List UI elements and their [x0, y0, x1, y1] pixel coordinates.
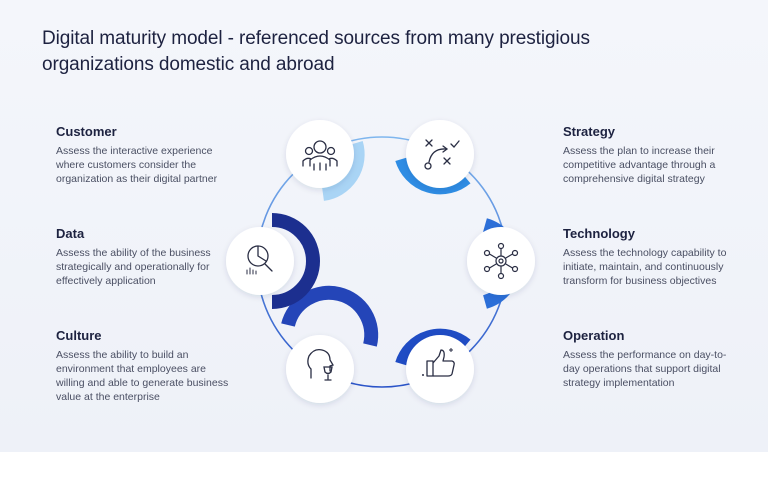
culture-arc: [281, 285, 379, 347]
data-heading: Data: [56, 226, 85, 241]
customer-group-icon: [302, 140, 338, 171]
culture-disc: [286, 335, 354, 403]
strategy-disc: [406, 120, 474, 188]
page-title: Digital maturity model - referenced sour…: [42, 28, 590, 75]
customer-text: Assess the interactive experience where …: [56, 145, 218, 185]
data-text: Assess the ability of the business strat…: [56, 247, 211, 287]
strategy-text: Assess the plan to increase their compet…: [563, 145, 716, 185]
customer-node: [286, 120, 365, 201]
operation-disc: [406, 335, 474, 403]
data-arc: [271, 213, 320, 309]
technology-heading: Technology: [563, 226, 635, 241]
data-analytics-icon: [246, 245, 273, 275]
operation-description: Operation Assess the performance on day-…: [563, 328, 733, 390]
operation-text: Assess the performance on day-to-day ope…: [563, 349, 727, 389]
technology-disc: [467, 227, 535, 295]
customer-disc: [286, 120, 354, 188]
culture-heading: Culture: [56, 328, 102, 343]
data-node: [226, 213, 320, 309]
customer-arc: [321, 141, 365, 201]
culture-text: Assess the ability to build an environme…: [56, 349, 229, 403]
customer-heading: Customer: [56, 124, 117, 139]
culture-description: Culture Assess the ability to build an e…: [56, 328, 236, 404]
customer-description: Customer Assess the interactive experien…: [56, 124, 236, 186]
slide-background: [0, 0, 768, 452]
data-description: Data Assess the ability of the business …: [56, 226, 236, 288]
operation-thumbs-up-icon: [422, 348, 455, 377]
technology-network-icon: [483, 242, 519, 280]
operation-node: [395, 328, 474, 403]
strategy-description: Strategy Assess the plan to increase the…: [563, 124, 733, 186]
technology-text: Assess the technology capability to init…: [563, 247, 727, 287]
technology-description: Technology Assess the technology capabil…: [563, 226, 733, 288]
culture-node: [281, 285, 379, 403]
technology-node: [467, 218, 535, 309]
culture-trophy-icon: [307, 348, 334, 381]
strategy-heading: Strategy: [563, 124, 616, 139]
strategy-playbook-icon: [424, 139, 460, 170]
operation-heading: Operation: [563, 328, 625, 343]
strategy-node: [395, 120, 474, 195]
data-disc: [226, 227, 294, 295]
